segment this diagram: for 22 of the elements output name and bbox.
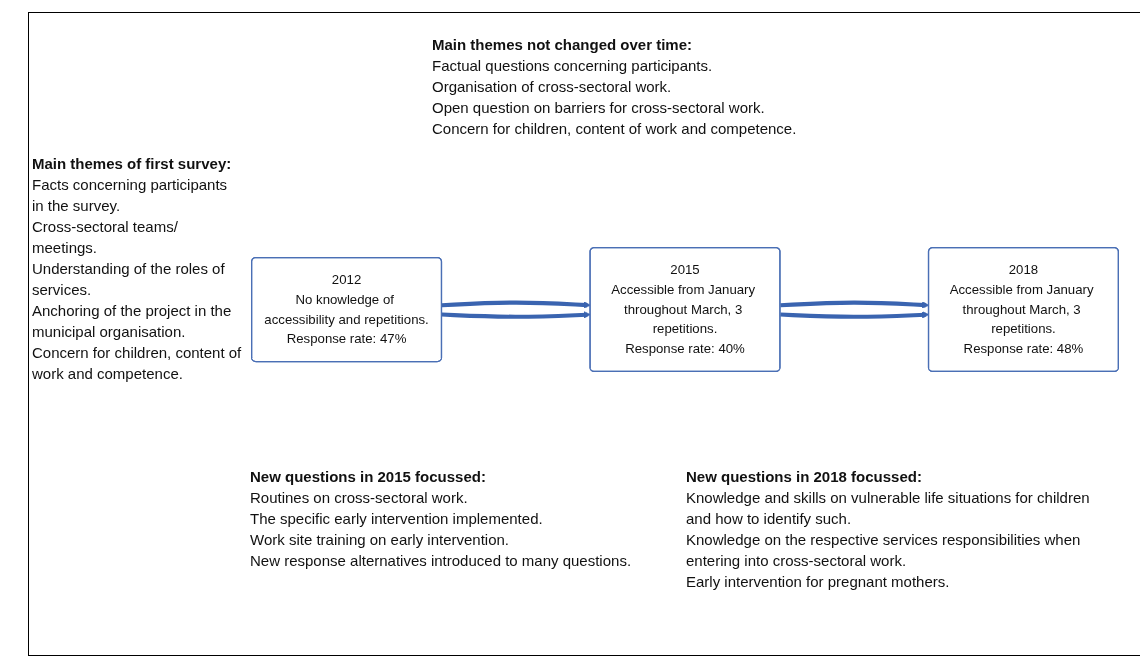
list-item: Open question on barriers for cross-sectoral work. (432, 98, 765, 118)
list-item: Facts concerning participants in the survey. (32, 175, 229, 216)
list-item: Work site training on early intervention. (250, 530, 509, 550)
list-item: Concern for children, content of work and competence. (32, 343, 242, 384)
list-item: Early intervention for pregnant mothers. (686, 572, 950, 592)
list-item: Knowledge on the respective services responsibilities when entering into cross-sectoral work. (686, 530, 1082, 571)
arrow (441, 311, 591, 320)
list-item: Organisation of cross-sectoral work. (432, 77, 672, 97)
section-heading: New questions in 2018 focussed: (686, 467, 922, 487)
list-item: Cross-sectoral teams/ meetings. (32, 217, 179, 258)
section-heading: Main themes of first survey: (32, 154, 232, 174)
section-heading: New questions in 2015 focussed: (250, 467, 486, 487)
list-item: The specific early intervention implemented. (250, 509, 543, 529)
arrow (441, 301, 591, 310)
list-item: Anchoring of the project in the municipal organisation. (32, 301, 233, 342)
list-item: Concern for children, content of work and competence. (432, 119, 797, 139)
list-item: Routines on cross-sectoral work. (250, 488, 468, 508)
list-item: Knowledge and skills on vulnerable life situations for children and how to identify such. (686, 488, 1091, 529)
section-heading: Main themes not changed over time: (432, 35, 693, 55)
list-item: Understanding of the roles of services. (32, 259, 226, 300)
list-item: New response alternatives introduced to many questions. (250, 551, 632, 571)
list-item: Factual questions concerning participants. (432, 56, 713, 76)
